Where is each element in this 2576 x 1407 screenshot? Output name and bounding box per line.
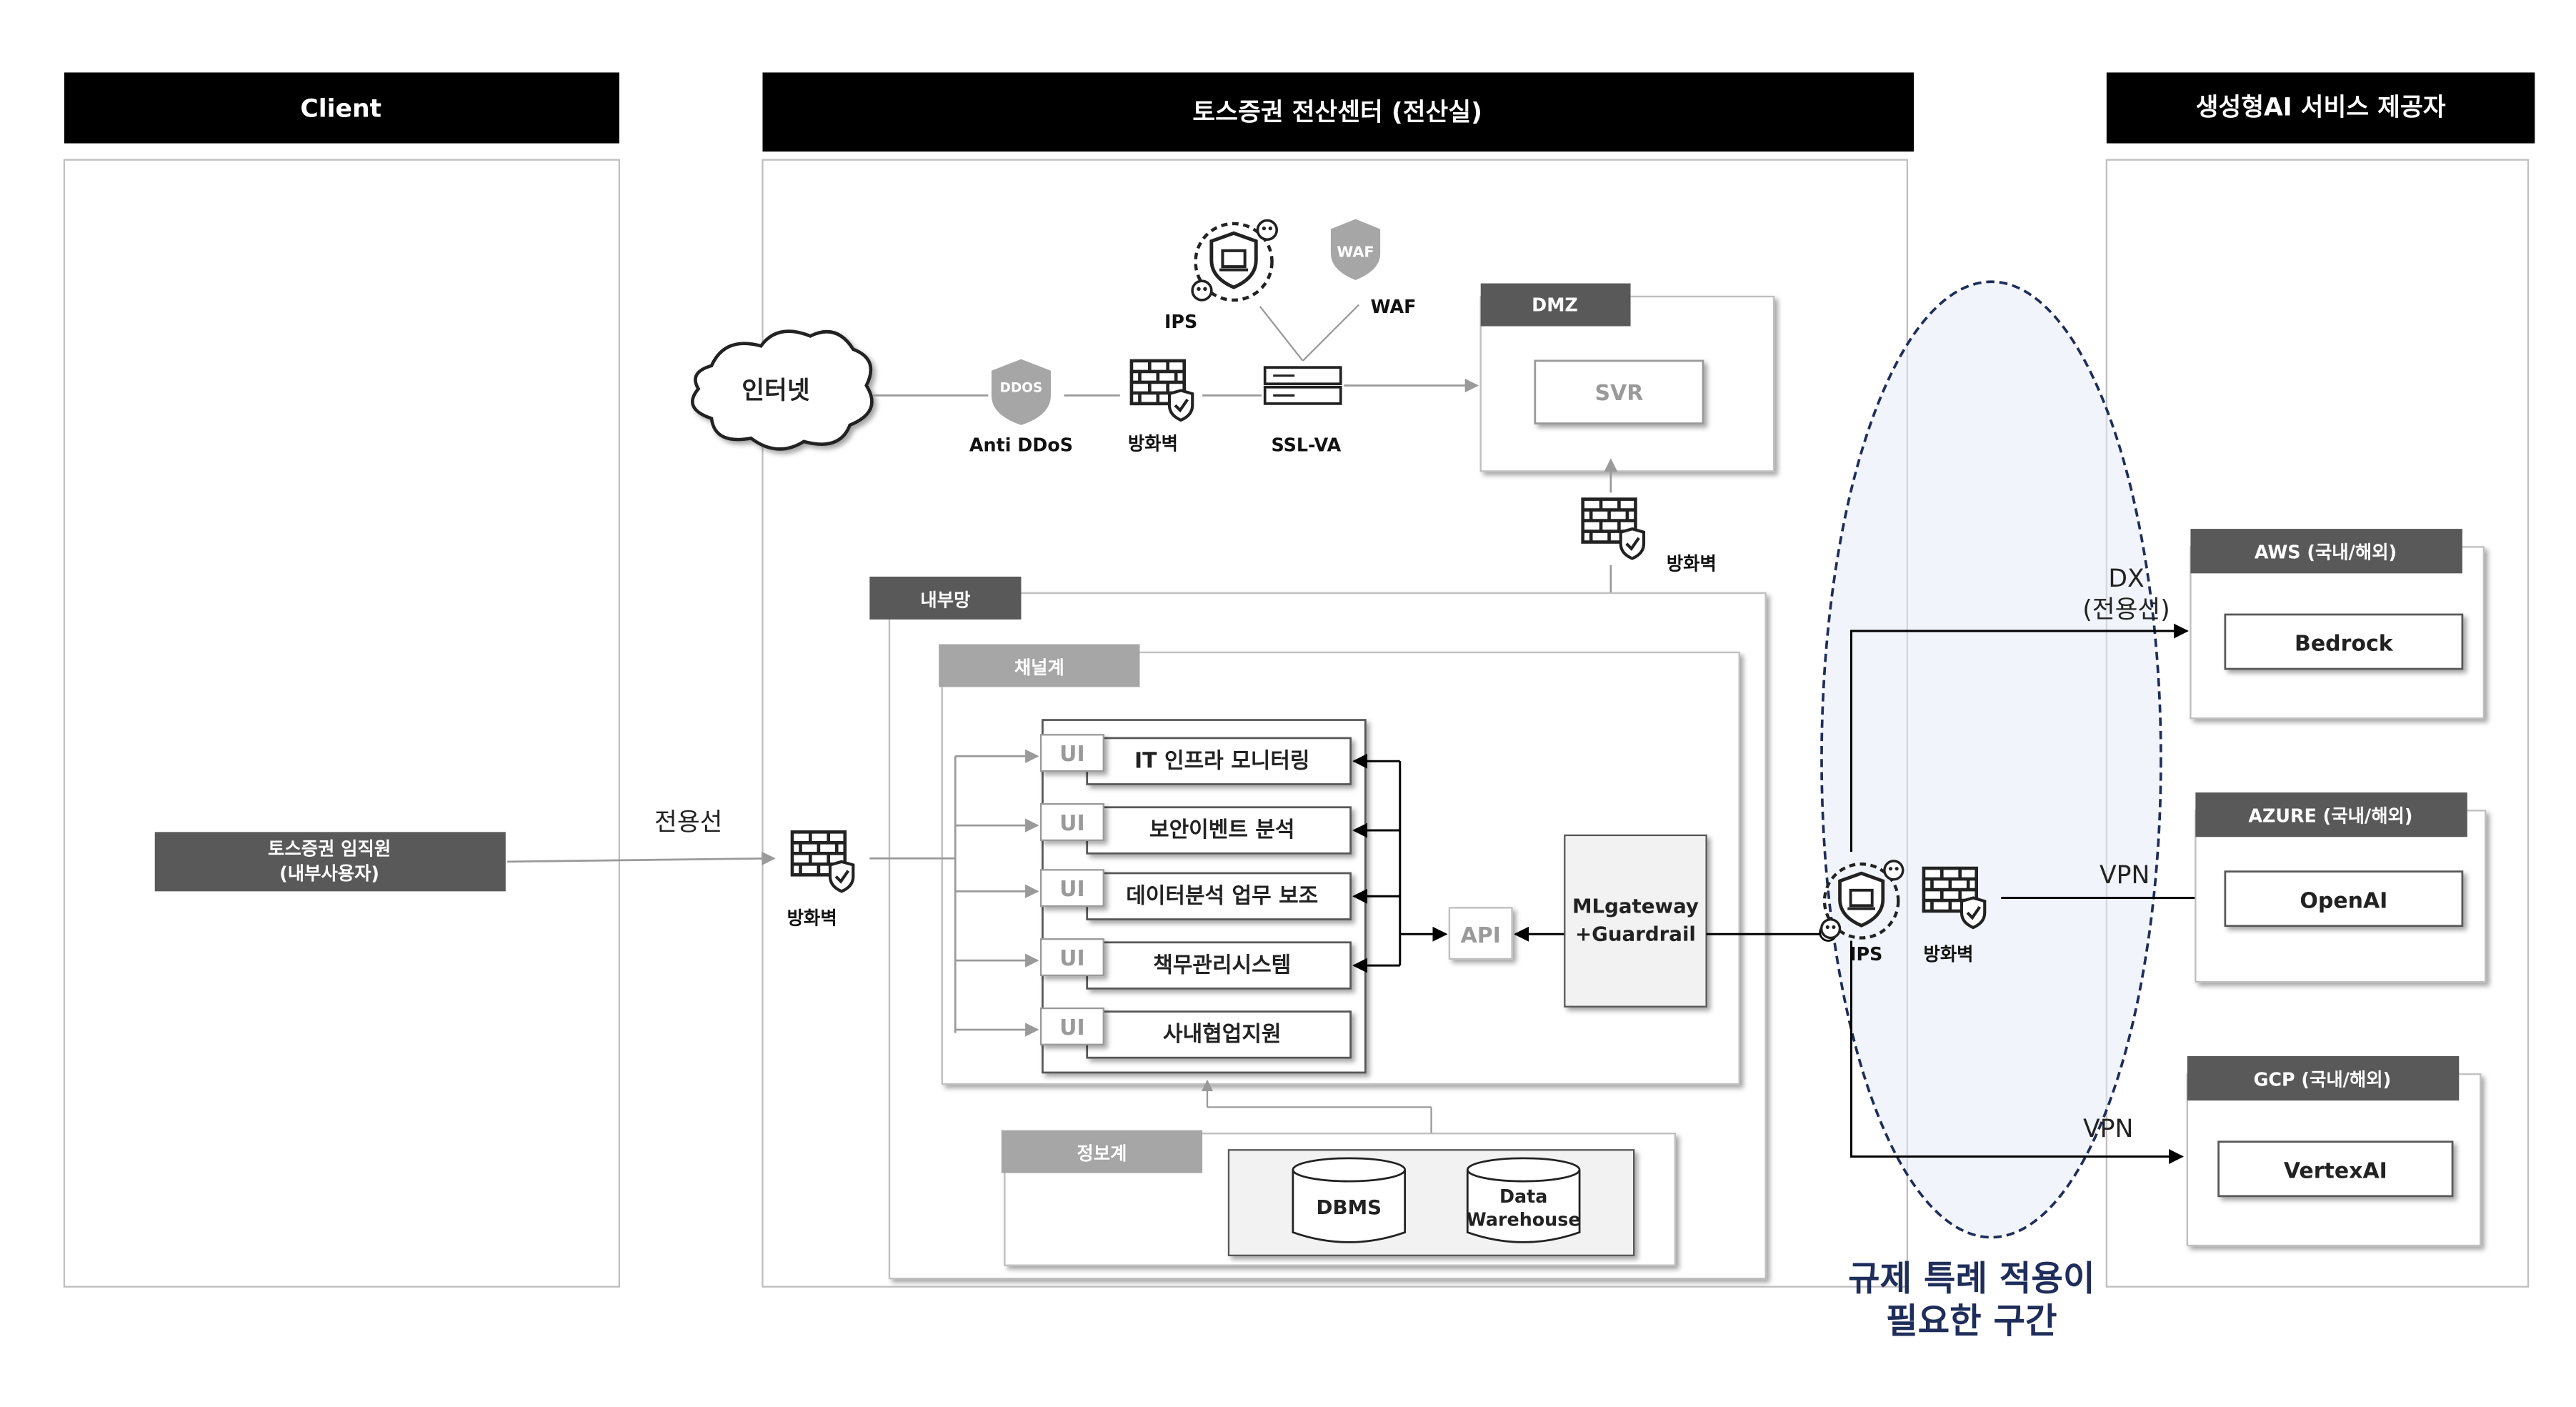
dx-label-line2: (전용선): [2082, 596, 2170, 625]
client-header: [64, 72, 619, 144]
ui-tag: [1039, 1007, 1104, 1045]
ui-tag-label: UI: [1059, 1015, 1084, 1040]
app-label: 책무관리시스템: [1153, 953, 1291, 978]
fan-arrows: [955, 749, 1039, 1037]
service-label: OpenAI: [2300, 888, 2387, 913]
channel-tag: [939, 644, 1140, 687]
service-box: [2224, 870, 2464, 928]
api-label: API: [1461, 923, 1501, 948]
ddos-shield-icon: [991, 359, 1051, 425]
mlgateway-line1: MLgateway: [1572, 894, 1699, 918]
api-fan-arrows: [1352, 753, 1448, 973]
dx-arrow: [1849, 623, 2189, 852]
warehouse-cylinder-icon: [1466, 1157, 1581, 1243]
ips-link-line: [1259, 306, 1304, 362]
app-label: 데이터분석 업무 보조: [1126, 883, 1318, 908]
svr-label: SVR: [1594, 381, 1643, 406]
api-box: [1448, 907, 1513, 960]
vpn-gcp-label: VPN: [2083, 1115, 2133, 1143]
dbms-cylinder-icon: [1292, 1157, 1407, 1243]
client-header-label: Client: [300, 95, 381, 124]
warehouse-line1: Data: [1499, 1185, 1547, 1207]
dmz-tag: [1480, 283, 1631, 327]
ui-tag: [1039, 938, 1104, 977]
service-label: VertexAI: [2284, 1159, 2387, 1184]
provider-header: [2106, 72, 2535, 144]
ssl-va-icon: [1263, 366, 1342, 405]
ssl-va-label: SSL-VA: [1271, 434, 1341, 456]
vpn-azure-label: VPN: [2100, 861, 2150, 890]
mlgateway-box: [1564, 834, 1707, 1008]
anti-ddos-label: Anti DDoS: [969, 434, 1073, 456]
internal-network-tag: [869, 576, 1022, 620]
waf-label: WAF: [1371, 296, 1417, 317]
provider-header-label: 생성형AI 서비스 제공자: [2196, 93, 2446, 121]
svr-box: [1534, 359, 1704, 424]
perimeter-firewall-label: 방화벽: [1128, 432, 1178, 454]
internet-label: 인터넷: [742, 377, 809, 405]
leased-line-arrow: [507, 851, 776, 866]
channel-label: 채널계: [1014, 657, 1064, 678]
client-panel: [63, 159, 621, 1288]
provider-name: AWS (국내/해외): [2255, 542, 2397, 563]
leased-line-label: 전용선: [654, 808, 722, 837]
waf-link-line: [1302, 304, 1359, 362]
warehouse-line2: Warehouse: [1467, 1208, 1581, 1230]
employee-box: [154, 832, 506, 892]
app-label: IT 인프라 모니터링: [1134, 748, 1309, 773]
perimeter-ips-label: IPS: [1164, 311, 1197, 332]
dx-label-line1: DX: [2108, 565, 2144, 593]
waf-shield-icon: [1330, 219, 1381, 280]
entry-firewall-label: 방화벽: [787, 907, 837, 928]
app-box: [1086, 872, 1352, 920]
ui-tag-label: UI: [1059, 811, 1084, 836]
provider-tag: [2187, 1055, 2460, 1101]
service-box: [2217, 1140, 2454, 1198]
datacenter-header-label: 토스증권 전산센터 (전산실): [1192, 98, 1482, 126]
ui-tag-label: UI: [1059, 877, 1084, 902]
service-label: Bedrock: [2295, 632, 2394, 657]
employee-line2: (내부사용자): [279, 862, 379, 884]
dmz-firewall-label: 방화벽: [1667, 553, 1717, 575]
mlgateway-line2: +Guardrail: [1575, 922, 1696, 945]
ui-tag-label: UI: [1059, 742, 1084, 767]
info-label: 정보계: [1077, 1143, 1127, 1164]
dmz-label: DMZ: [1532, 294, 1578, 316]
ui-tag: [1039, 734, 1104, 772]
service-box: [2224, 613, 2464, 670]
regulatory-zone: [1820, 280, 2162, 1239]
ui-tag-label: UI: [1059, 946, 1084, 971]
egress-ips-label: IPS: [1849, 943, 1882, 965]
ddos-badge: DDOS: [1000, 381, 1043, 396]
internal-network-label: 내부망: [920, 589, 970, 610]
vpn-gcp-arrow: [1849, 940, 2185, 1165]
app-box: [1086, 737, 1352, 785]
app-list: UI IT 인프라 모니터링 UI 보안이벤트 분석 UI 데이터분석 업무 보조 UI 책무…: [1039, 734, 1352, 1059]
employee-line1: 토스증권 임직원: [268, 838, 391, 860]
zone-label-line2: 필요한 구간: [1886, 1301, 2057, 1341]
datacenter-header: [762, 72, 1914, 152]
provider-tag: [2195, 792, 2467, 837]
zone-label-line1: 규제 특례 적용이: [1848, 1258, 2095, 1298]
internet-cloud-icon: [691, 329, 874, 451]
provider-tag: [2190, 529, 2462, 574]
info-tag: [1001, 1130, 1203, 1173]
provider-name: AZURE (국내/해외): [2248, 805, 2412, 826]
app-box: [1086, 941, 1352, 990]
ui-tag: [1039, 802, 1104, 842]
provider-name: GCP (국내/해외): [2254, 1068, 2392, 1090]
app-label: 사내협업지원: [1163, 1022, 1281, 1047]
egress-firewall-label: 방화벽: [1924, 943, 1974, 965]
dbms-label: DBMS: [1317, 1195, 1382, 1219]
app-box: [1086, 1010, 1352, 1059]
ui-tag: [1039, 869, 1104, 908]
app-label: 보안이벤트 분석: [1149, 817, 1294, 842]
waf-badge: WAF: [1337, 244, 1374, 261]
